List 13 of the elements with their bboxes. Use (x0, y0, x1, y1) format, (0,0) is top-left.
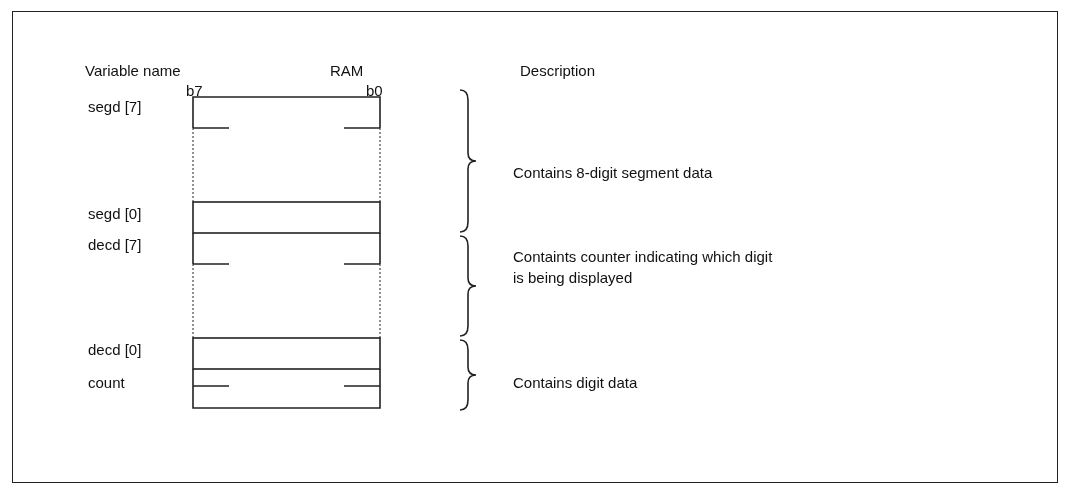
variable-name: decd [0] (88, 340, 142, 360)
column-heading: Description (520, 61, 596, 81)
description-text: Contains digit data (513, 373, 638, 393)
description-text: Containts counter indicating which digit is being displayed (513, 247, 774, 288)
bit-label: b0 (366, 81, 383, 101)
bit-label: b7 (186, 81, 203, 101)
description-text: Contains 8-digit segment data (513, 163, 713, 183)
variable-name: count (88, 373, 125, 393)
column-heading: RAM (330, 61, 364, 81)
variable-name: segd [0] (88, 204, 142, 224)
variable-name: segd [7] (88, 97, 142, 117)
variable-name: decd [7] (88, 235, 142, 255)
column-heading: Variable name (85, 61, 181, 81)
